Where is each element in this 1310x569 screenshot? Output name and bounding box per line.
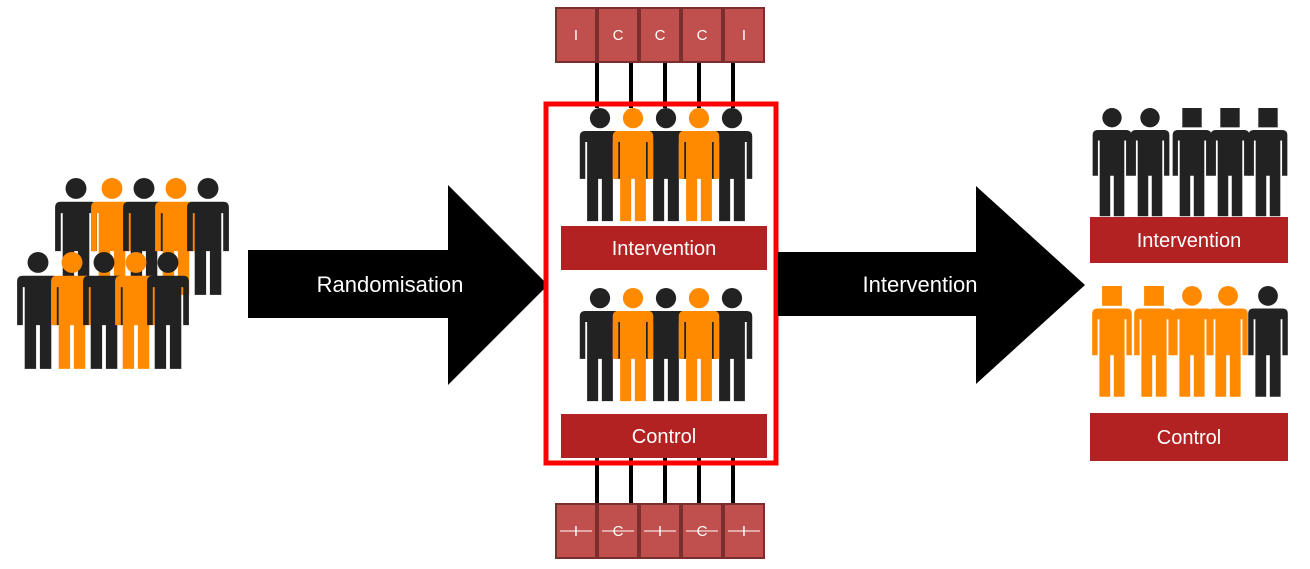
allocation-sequence-bottom: ICICI <box>555 503 765 559</box>
allocation-box <box>639 7 681 63</box>
middle-panel: Intervention Control I C C C I ICICI <box>543 7 779 559</box>
person-icon <box>579 108 621 222</box>
middle-intervention-banner-label: Intervention <box>612 238 717 260</box>
person-icon <box>1130 108 1170 217</box>
allocation-box <box>723 7 765 63</box>
person-icon <box>115 252 157 369</box>
allocation-box <box>597 7 639 63</box>
person-icon <box>1208 286 1248 397</box>
person-icon <box>645 288 687 402</box>
square-head-person-icon <box>1092 286 1132 397</box>
middle-intervention-group <box>579 108 753 222</box>
top-connectors <box>595 62 735 108</box>
person-icon <box>678 288 720 402</box>
square-head-person-icon <box>1172 108 1212 217</box>
outcome-control-group <box>1092 286 1288 397</box>
allocation-label: C <box>613 27 624 44</box>
population-group <box>17 178 229 369</box>
randomised-groups-frame <box>543 101 779 466</box>
square-head-person-icon <box>1248 108 1288 217</box>
person-icon <box>645 108 687 222</box>
outcome-intervention-banner <box>1090 217 1288 263</box>
middle-control-banner-label: Control <box>632 426 696 448</box>
person-icon <box>187 178 229 295</box>
intervention-arrow: Intervention <box>778 186 1085 384</box>
randomisation-arrow-label: Randomisation <box>317 272 464 297</box>
middle-control-group <box>579 288 753 402</box>
randomisation-arrow-shape <box>248 185 548 385</box>
square-head-person-icon <box>1210 108 1250 217</box>
allocation-box <box>681 7 723 63</box>
outcome-control-banner <box>1090 413 1288 461</box>
person-icon <box>1248 286 1288 397</box>
intervention-arrow-label: Intervention <box>863 272 978 297</box>
person-icon <box>678 108 720 222</box>
middle-intervention-banner <box>561 226 767 270</box>
allocation-label: I <box>574 27 578 44</box>
person-icon <box>612 288 654 402</box>
person-icon <box>711 288 753 402</box>
outcome-panel: Intervention Control <box>1090 108 1288 461</box>
randomisation-arrow: Randomisation <box>248 185 548 385</box>
allocation-label: C <box>655 27 666 44</box>
person-icon <box>55 178 97 295</box>
middle-control-banner <box>561 414 767 458</box>
outcome-intervention-group <box>1092 108 1288 217</box>
person-icon <box>1172 286 1212 397</box>
person-icon <box>17 252 59 369</box>
person-icon <box>579 288 621 402</box>
allocation-label: I <box>742 27 746 44</box>
person-icon <box>83 252 125 369</box>
person-icon <box>51 252 93 369</box>
person-icon <box>147 252 189 369</box>
intervention-arrow-shape <box>778 186 1085 384</box>
person-icon <box>1092 108 1132 217</box>
person-icon <box>612 108 654 222</box>
outcome-control-banner-label: Control <box>1157 427 1221 449</box>
square-head-person-icon <box>1134 286 1174 397</box>
allocation-label: C <box>697 27 708 44</box>
allocation-box <box>555 7 597 63</box>
person-icon <box>711 108 753 222</box>
outcome-intervention-banner-label: Intervention <box>1137 230 1242 252</box>
